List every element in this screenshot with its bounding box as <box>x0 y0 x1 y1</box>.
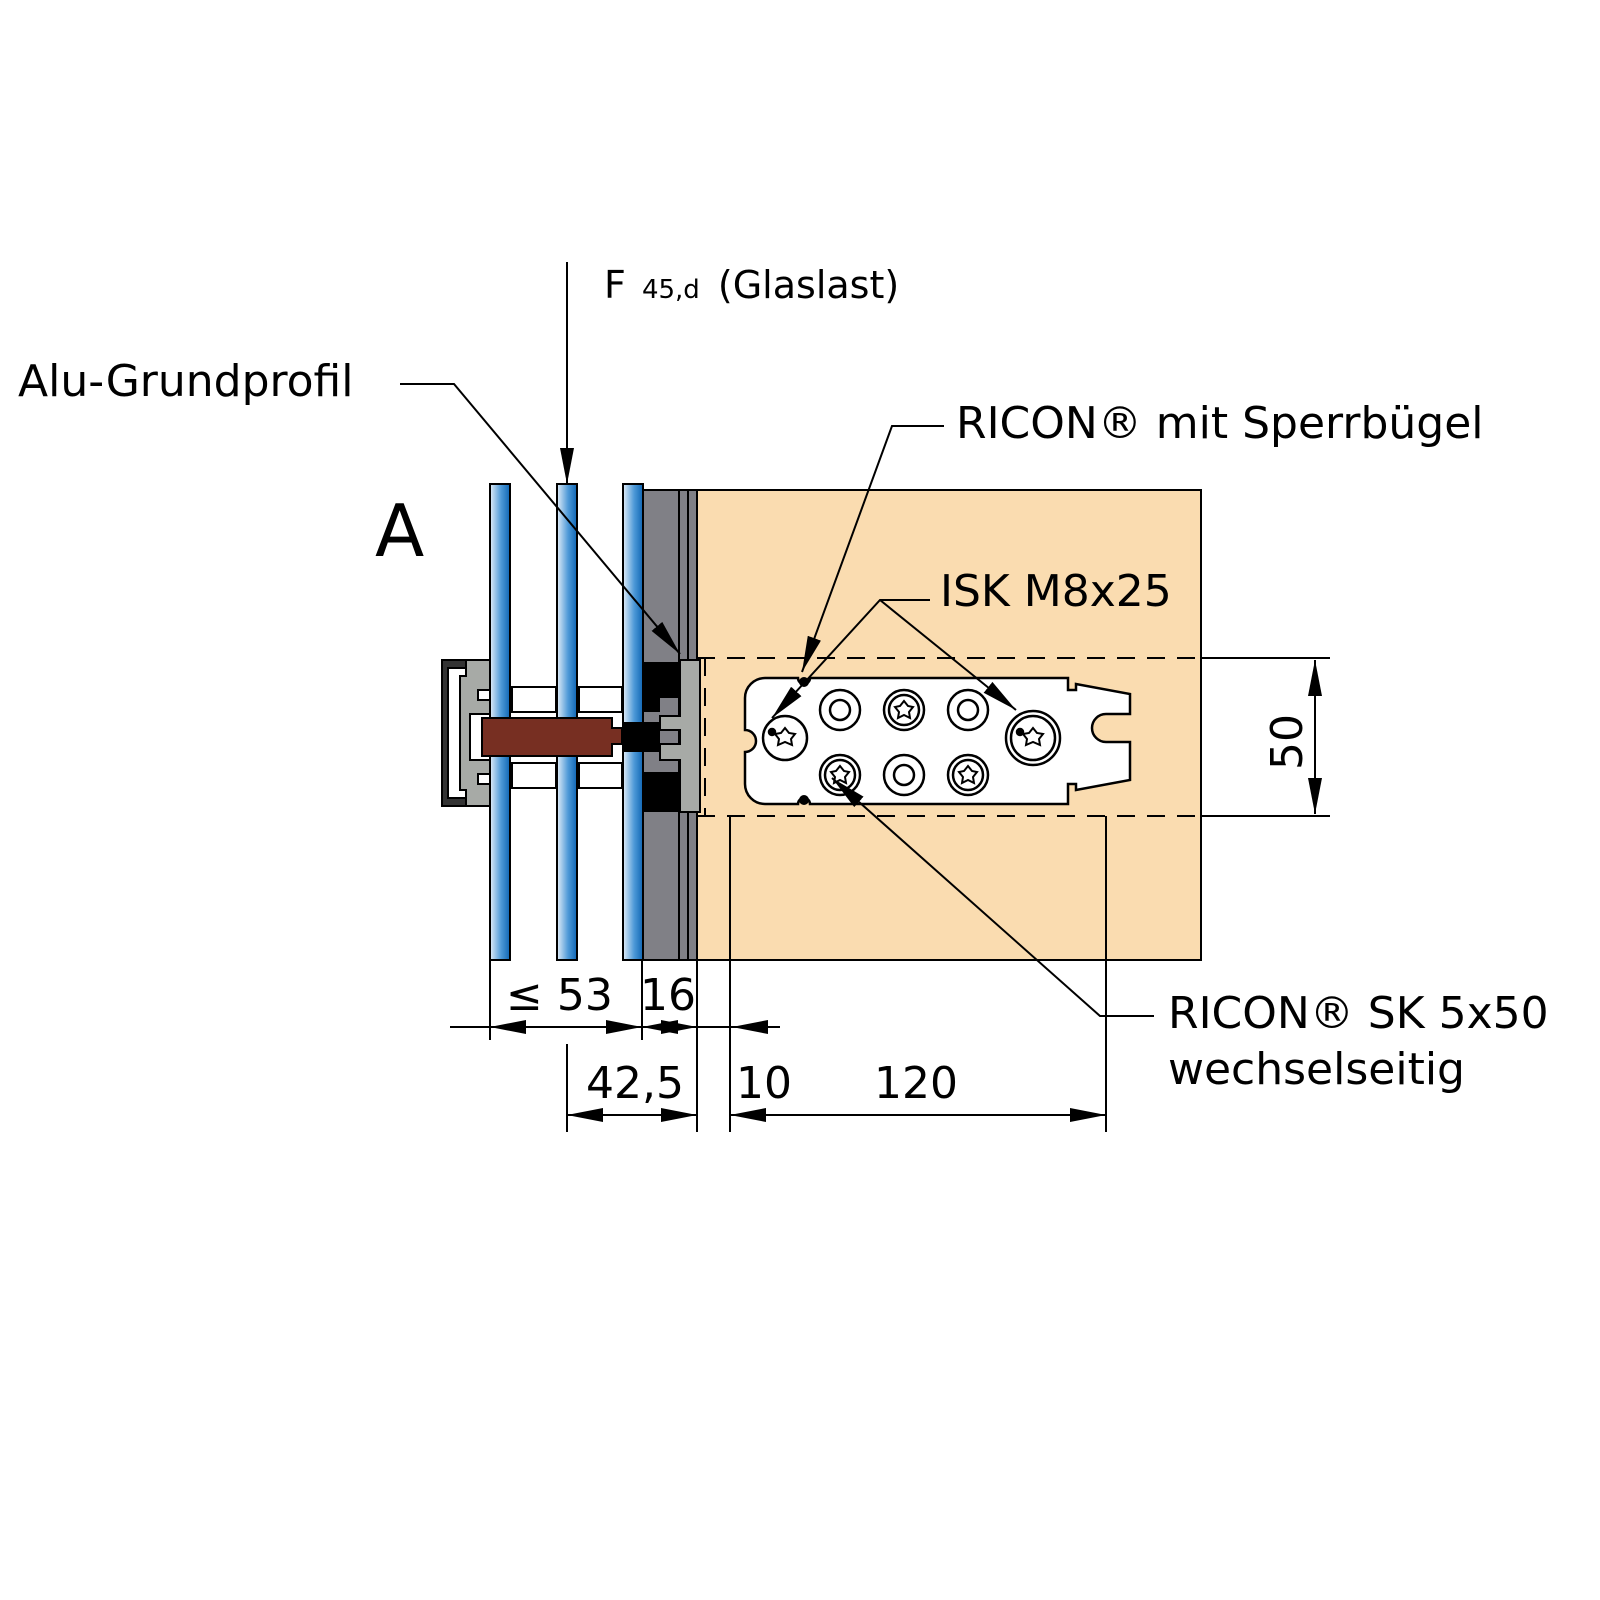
ricon-sk-leader <box>831 777 1154 1017</box>
dim-offset-b-text: 10 <box>736 1058 792 1109</box>
dim-connector-length-text: 120 <box>874 1058 958 1109</box>
dim-profile-depth-text: 16 <box>640 970 696 1021</box>
plain-holes <box>818 688 990 797</box>
isk-screw-3 <box>946 753 990 797</box>
connector-outline-dashed <box>697 657 1201 817</box>
dim-glass-width-text: ≤ 53 <box>506 970 613 1021</box>
ricon-lock-screw-right <box>1004 709 1062 767</box>
isk-screw-2 <box>818 753 862 797</box>
ricon-sk-label-line2: wechselseitig <box>1168 1044 1465 1095</box>
isk-leader-right <box>879 599 1017 711</box>
section-letter: A <box>375 489 424 573</box>
alu-profile-leader <box>400 383 681 655</box>
glass-spacers <box>511 686 623 789</box>
ricon-lock-leader <box>801 425 944 673</box>
dimension-row-top: ≤ 53 16 <box>450 970 780 1034</box>
load-label: F 45,d (Glaslast) <box>604 263 899 307</box>
dimension-connector-height: 50 <box>1201 657 1330 817</box>
cover-cap-profile <box>441 659 491 807</box>
ricon-lock-screws <box>761 709 1062 767</box>
isk-screw-1 <box>882 688 926 732</box>
dim-offset-a-text: 42,5 <box>586 1058 684 1109</box>
ricon-sk-label-line1: RICON® SK 5x50 <box>1168 988 1549 1039</box>
dim-50-text: 50 <box>1262 714 1313 770</box>
isk-screw-label: ISK M8x25 <box>940 566 1172 617</box>
thermal-break <box>481 717 623 757</box>
alu-profile-label: Alu-Grundprofil <box>18 356 354 407</box>
ricon-lock-screw-left <box>761 714 809 762</box>
gasket-and-clamp <box>622 659 701 813</box>
dimension-row-bottom: 42,5 10 120 <box>567 1058 1106 1122</box>
ricon-lock-label: RICON® mit Sperrbügel <box>956 398 1484 449</box>
